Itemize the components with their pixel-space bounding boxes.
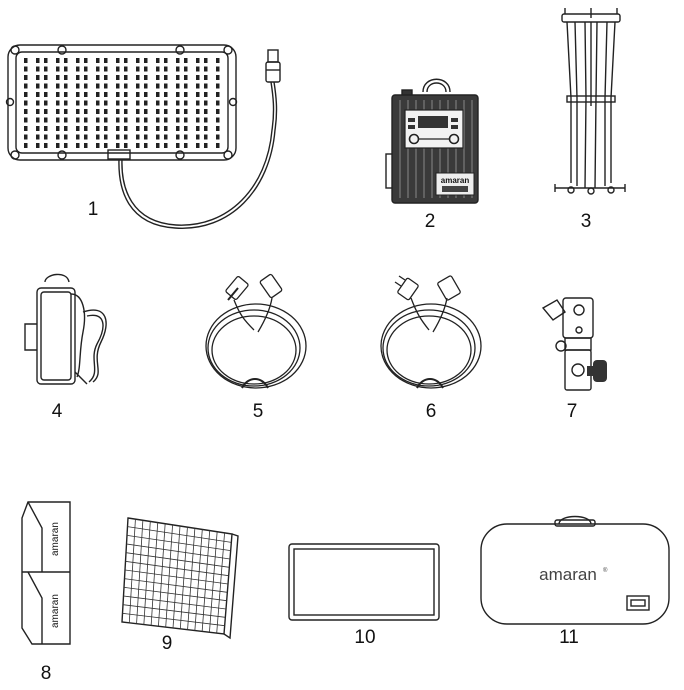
- item-number-10: 10: [354, 627, 376, 648]
- bag-logo-trademark: ®: [603, 567, 608, 574]
- light-stand-illustration: [554, 8, 626, 195]
- led-panel-mat-illustration: [5, 44, 281, 229]
- stand-adapter-illustration: [541, 297, 607, 391]
- item-number-6: 6: [425, 401, 437, 422]
- item-number-2: 2: [424, 211, 436, 232]
- item-number-8: 8: [40, 663, 52, 684]
- item-number-5: 5: [252, 401, 264, 422]
- carrying-bag-illustration: amaran ®: [480, 515, 670, 625]
- extension-cable-illustration: [205, 273, 307, 389]
- controller-logo: amaran: [441, 176, 470, 185]
- grid-illustration: [121, 517, 239, 640]
- item-number-4: 4: [51, 401, 63, 422]
- item-number-7: 7: [566, 401, 578, 422]
- item-number-11: 11: [559, 627, 579, 648]
- ac-power-cable-illustration: [380, 275, 482, 389]
- softbox-folded-illustration: amaran amaran: [21, 501, 71, 645]
- bag-logo: amaran: [539, 565, 597, 584]
- softbox-logo-top: amaran: [50, 522, 61, 556]
- power-adapter-illustration: [24, 273, 107, 385]
- item-number-3: 3: [580, 211, 592, 232]
- diffuser-illustration: [288, 543, 440, 621]
- item-number-1: 1: [87, 199, 99, 220]
- controller-box-illustration: amaran: [385, 78, 479, 204]
- softbox-logo-bottom: amaran: [50, 594, 61, 628]
- item-number-9: 9: [161, 633, 173, 654]
